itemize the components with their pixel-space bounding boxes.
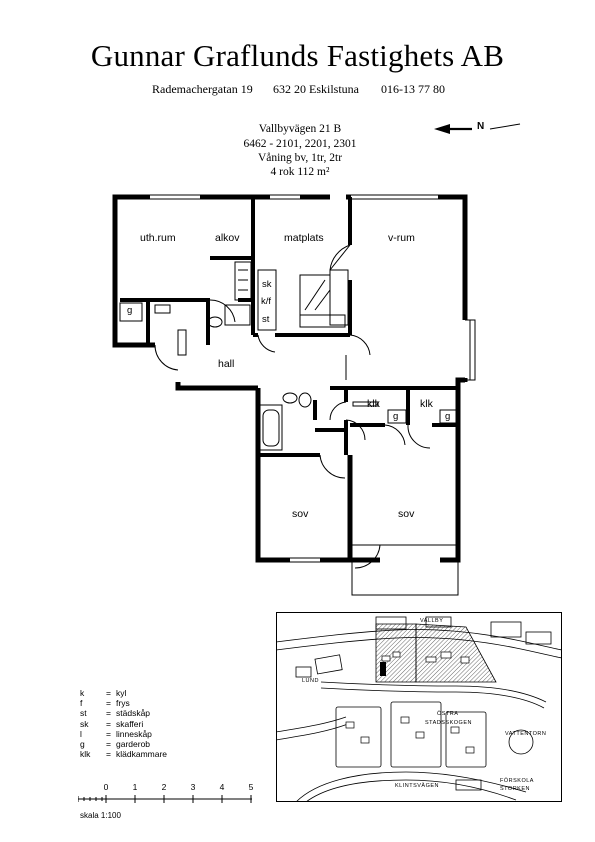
property-floors: Våning bv, 1tr, 2tr bbox=[257, 152, 343, 164]
scale-bar bbox=[78, 795, 252, 803]
scale-tick-3: 3 bbox=[190, 782, 196, 792]
room-label-klk-1: klk bbox=[367, 398, 380, 410]
legend-row: klk=klädkammare bbox=[80, 749, 168, 760]
scale-tick-1: 1 bbox=[132, 782, 138, 792]
company-city: 632 20 Eskilstuna bbox=[273, 82, 359, 96]
legend-row: l=linneskåp bbox=[80, 728, 152, 739]
site-map bbox=[276, 612, 562, 802]
property-street: Vallbyvägen 21 B bbox=[258, 123, 342, 135]
label-g-2: g bbox=[393, 411, 399, 422]
room-label-matplats: matplats bbox=[284, 232, 324, 244]
room-label-hall: hall bbox=[218, 358, 235, 370]
legend-row: g=garderob bbox=[80, 739, 151, 750]
map-label-road-top: VALLBY bbox=[420, 618, 444, 624]
property-size: 4 rok 112 m² bbox=[270, 166, 330, 178]
map-label-storken: STORKEN bbox=[500, 786, 530, 792]
company-phone: 016-13 77 80 bbox=[381, 82, 445, 96]
label-kf: k/f bbox=[261, 296, 272, 307]
legend: k=kyl f=frys st=städskåp sk=skafferi l=l… bbox=[80, 688, 167, 759]
map-label-tower: VATTENTORN bbox=[505, 731, 547, 737]
scale-tick-0: 0 bbox=[103, 782, 109, 792]
label-g-1: g bbox=[127, 305, 133, 316]
legend-row: sk=skafferi bbox=[80, 718, 144, 729]
floor-plan bbox=[112, 194, 476, 596]
north-label: N bbox=[477, 121, 485, 132]
map-label-ostra: ÖSTRA bbox=[437, 711, 459, 717]
company-name: Gunnar Graflunds Fastighets AB bbox=[90, 38, 505, 73]
label-sk: sk bbox=[262, 279, 272, 290]
property-ids: 6462 - 2101, 2201, 2301 bbox=[243, 138, 357, 150]
legend-row: st=städskåp bbox=[80, 708, 151, 719]
map-label-school: FÖRSKOLA bbox=[500, 778, 534, 784]
room-label-klk-2: klk bbox=[420, 398, 433, 410]
map-label-lund: LUND bbox=[302, 678, 319, 684]
scale-label: skala 1:100 bbox=[80, 811, 121, 820]
legend-row: k=kyl bbox=[80, 688, 127, 698]
scale-tick-5: 5 bbox=[248, 782, 254, 792]
map-label-stadsskogen: STADSSKOGEN bbox=[425, 720, 472, 726]
room-label-sov-1: sov bbox=[292, 508, 309, 520]
company-street: Rademachergatan 19 bbox=[152, 82, 253, 96]
scale-tick-4: 4 bbox=[219, 782, 225, 792]
room-label-uthrum: uth.rum bbox=[140, 232, 176, 244]
label-g-3: g bbox=[445, 411, 451, 422]
legend-row: f=frys bbox=[80, 698, 130, 709]
scale-tick-2: 2 bbox=[161, 782, 167, 792]
north-arrow-icon bbox=[434, 123, 521, 134]
room-label-alkov: alkov bbox=[215, 232, 240, 244]
room-label-sov-2: sov bbox=[398, 508, 415, 520]
label-st: st bbox=[262, 314, 270, 325]
room-label-vrum: v-rum bbox=[388, 232, 415, 244]
map-label-road-bottom: KLINTSVÄGEN bbox=[395, 783, 440, 789]
